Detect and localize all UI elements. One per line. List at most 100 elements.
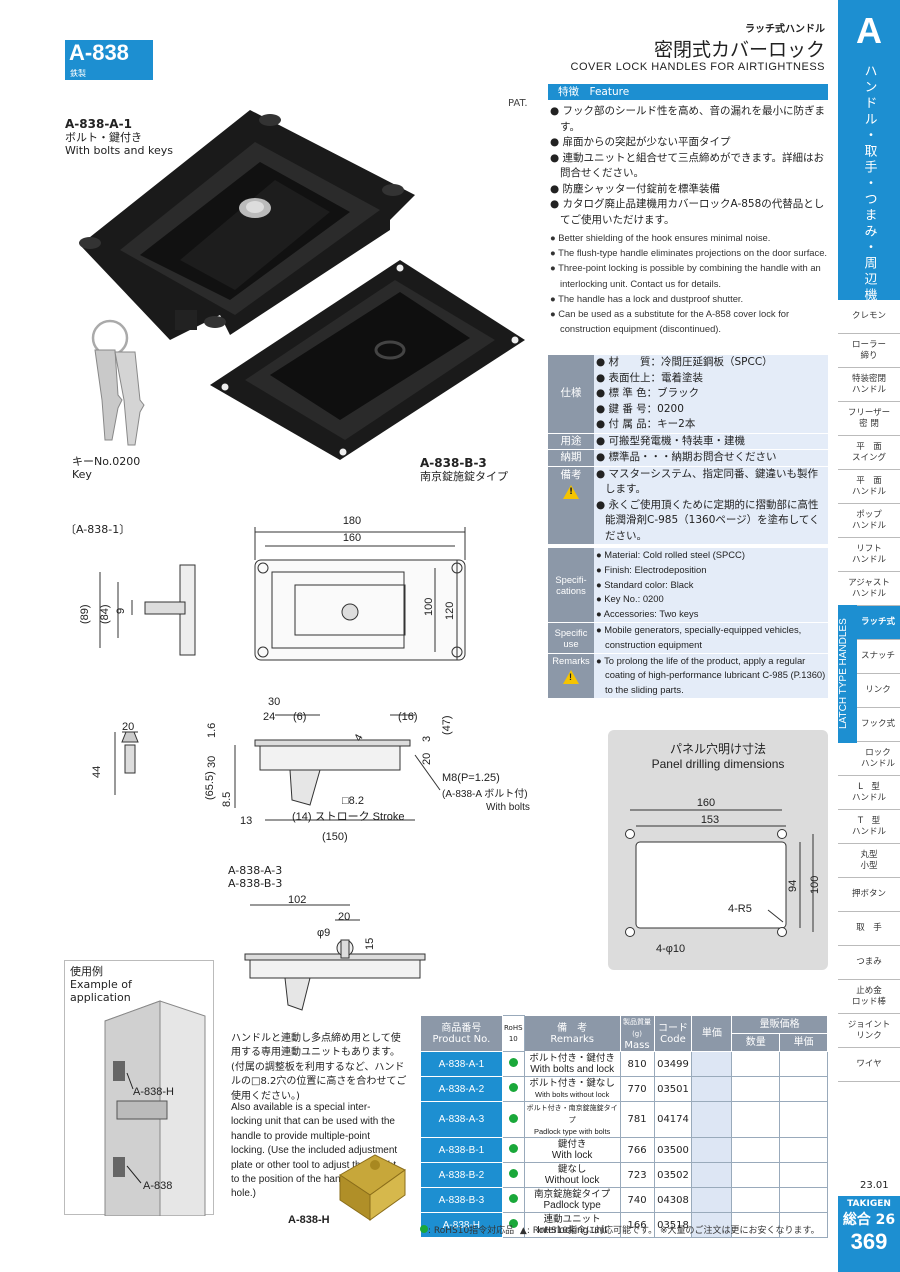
sidebar-item[interactable]: つまみ bbox=[838, 946, 900, 980]
dim-3: 3 bbox=[421, 736, 433, 742]
label-key-jp: キーNo.0200 bbox=[72, 455, 141, 468]
sidebar-item[interactable]: T 型 ハンドル bbox=[838, 810, 900, 844]
sidebar-item[interactable]: リフト ハンドル bbox=[838, 538, 900, 572]
section-letter: A bbox=[856, 10, 882, 51]
spec-line: ● マスターシステム、指定同番、鍵違いも製作します。 bbox=[596, 467, 818, 496]
panel-title-en: Panel drilling dimensions bbox=[651, 757, 785, 771]
sidebar-item[interactable]: クレモン bbox=[838, 300, 900, 334]
cell-mass: 766 bbox=[619, 1137, 655, 1163]
th-bulk: 量販価格 bbox=[731, 1015, 828, 1034]
th-mass-en: Mass bbox=[624, 1040, 650, 1051]
remarks-label-en: Remarks bbox=[552, 654, 590, 666]
sidebar-item[interactable]: 取 手 bbox=[838, 912, 900, 946]
feature-item-jp: ● 扉面からの突起が少ない平面タイプ bbox=[550, 136, 731, 148]
sidebar-item[interactable]: ロック ハンドル bbox=[838, 742, 900, 776]
cell-rohs bbox=[501, 1212, 525, 1238]
dim-100: 100 bbox=[423, 598, 435, 616]
sidebar-item[interactable]: 止め金 ロッド棒 bbox=[838, 980, 900, 1014]
label-key: キーNo.0200 Key bbox=[72, 455, 140, 481]
edition-date: 23.01 bbox=[860, 1180, 889, 1191]
spec-line: ● 材 質：冷間圧延鋼板（SPCC） bbox=[596, 356, 773, 368]
dim-m8-en: With bolts bbox=[486, 802, 530, 813]
dim-65-5: (65.5) bbox=[204, 771, 216, 800]
label-a1-en: With bolts and keys bbox=[65, 144, 173, 157]
dim-44: 44 bbox=[91, 766, 103, 778]
use-value-en: Mobile generators, specially-equipped ve… bbox=[604, 623, 802, 650]
feature-item-en: ● The flush-type handle eliminates proje… bbox=[550, 247, 828, 259]
th-remarks-en: Remarks bbox=[550, 1033, 594, 1045]
spec-values-jp: ● 材 質：冷間圧延鋼板（SPCC）● 表面仕上：電着塗装● 標 準 色：ブラッ… bbox=[594, 355, 828, 433]
sidebar-item[interactable]: ポップ ハンドル bbox=[838, 504, 900, 538]
feature-heading: 特徴 Feature bbox=[548, 84, 828, 100]
dim-102: 102 bbox=[288, 894, 306, 906]
page-title-en: COVER LOCK HANDLES FOR AIRTIGHTNESS bbox=[570, 61, 825, 73]
th-rohs: RoHS 10 bbox=[501, 1015, 525, 1052]
dim-30b: 30 bbox=[206, 756, 218, 768]
panel-dim-94: 94 bbox=[787, 880, 799, 892]
interlock-note-en: Also available is a special inter-lockin… bbox=[231, 1102, 398, 1200]
cell-product-no: A-838-H bbox=[420, 1212, 503, 1238]
application-title-en: Example of application bbox=[70, 978, 132, 1004]
th-bulk-unit: 単価 bbox=[779, 1033, 828, 1052]
rohs-dot-icon bbox=[508, 1083, 518, 1092]
drawing-label-2a: A-838-A-3 bbox=[228, 864, 283, 877]
spec-values-en: ● Material: Cold rolled steel (SPCC)● Fi… bbox=[594, 548, 828, 622]
rohs-dot-icon bbox=[508, 1169, 518, 1178]
sidebar-item[interactable]: 丸型 小型 bbox=[838, 844, 900, 878]
dim-15: 15 bbox=[364, 938, 376, 950]
sidebar-item[interactable]: ローラー 締り bbox=[838, 334, 900, 368]
spec-line: ● Key No.: 0200 bbox=[596, 593, 664, 605]
th-mass-jp: 製品質量(g) bbox=[623, 1018, 652, 1038]
panel-dim-r5: 4-R5 bbox=[728, 903, 752, 915]
brand-name: TAKIGEN bbox=[847, 1199, 891, 1209]
feature-item-jp: ● フック部のシールド性を高め、音の漏れを最小に防ぎます。 bbox=[550, 105, 825, 133]
cell-unit-price bbox=[691, 1101, 733, 1138]
dim-24: 24 bbox=[263, 711, 275, 723]
product-code-badge: A-838 鉄製 bbox=[65, 40, 153, 80]
label-b3-jp: 南京錠施錠タイプ bbox=[420, 470, 508, 483]
feature-item-en: ● The handle has a lock and dustproof sh… bbox=[550, 292, 744, 304]
dim-89: (89) bbox=[79, 604, 91, 624]
patent-mark: PAT. bbox=[508, 98, 528, 109]
rohs-dot-icon bbox=[508, 1219, 518, 1228]
sidebar-item[interactable]: フリーザー 密 閉 bbox=[838, 402, 900, 436]
dim-20b: 20 bbox=[421, 753, 433, 765]
sidebar-item[interactable]: ワイヤ bbox=[838, 1048, 900, 1082]
dim-84: (84) bbox=[99, 604, 111, 624]
footnote-rohs: : RoHS10指令対応品 bbox=[428, 1226, 515, 1236]
sidebar-item[interactable]: L 型 ハンドル bbox=[838, 776, 900, 810]
sidebar-item[interactable]: ジョイント リンク bbox=[838, 1014, 900, 1048]
dim-20c: 20 bbox=[338, 911, 350, 923]
drawing-label-1: 〔A-838-1〕 bbox=[65, 523, 131, 536]
cell-qty bbox=[731, 1187, 781, 1213]
cell-code: 03518 bbox=[653, 1212, 693, 1238]
cell-mass: 810 bbox=[619, 1051, 655, 1077]
rohs-dot-icon bbox=[508, 1058, 518, 1067]
label-b3-code: A-838-B-3 bbox=[420, 456, 487, 470]
cell-code: 04174 bbox=[653, 1101, 693, 1138]
th-code-en: Code bbox=[660, 1033, 686, 1045]
th-remarks-jp: 備 考 bbox=[557, 1022, 588, 1034]
cell-unit-price bbox=[691, 1076, 733, 1102]
product-code: A-838 bbox=[69, 40, 129, 65]
cell-bulk-unit bbox=[779, 1162, 828, 1188]
cell-qty bbox=[731, 1162, 781, 1188]
label-a838-b3: A-838-B-3 南京錠施錠タイプ bbox=[420, 456, 508, 484]
dim-20: 20 bbox=[122, 721, 134, 733]
sidebar-item[interactable]: 特装密閉 ハンドル bbox=[838, 368, 900, 402]
category-label: ラッチ式ハンドル bbox=[745, 24, 825, 35]
sidebar-item[interactable]: 押ボタン bbox=[838, 878, 900, 912]
warning-icon: ! bbox=[563, 485, 579, 500]
sidebar-item[interactable]: 平 面 スイング bbox=[838, 436, 900, 470]
cell-code: 04308 bbox=[653, 1187, 693, 1213]
sidebar-item[interactable]: 平 面 ハンドル bbox=[838, 470, 900, 504]
cell-product-no: A-838-B-3 bbox=[420, 1187, 503, 1213]
photo-a838-a1 bbox=[79, 110, 415, 340]
section-tab-a[interactable]: A ハンドル・取手・つまみ・周辺機器 bbox=[838, 0, 900, 320]
sidebar-item[interactable]: アジャスト ハンドル bbox=[838, 572, 900, 606]
drawing-label-2b: A-838-B-3 bbox=[228, 877, 283, 890]
spec-label-jp: 仕様 bbox=[548, 355, 594, 433]
